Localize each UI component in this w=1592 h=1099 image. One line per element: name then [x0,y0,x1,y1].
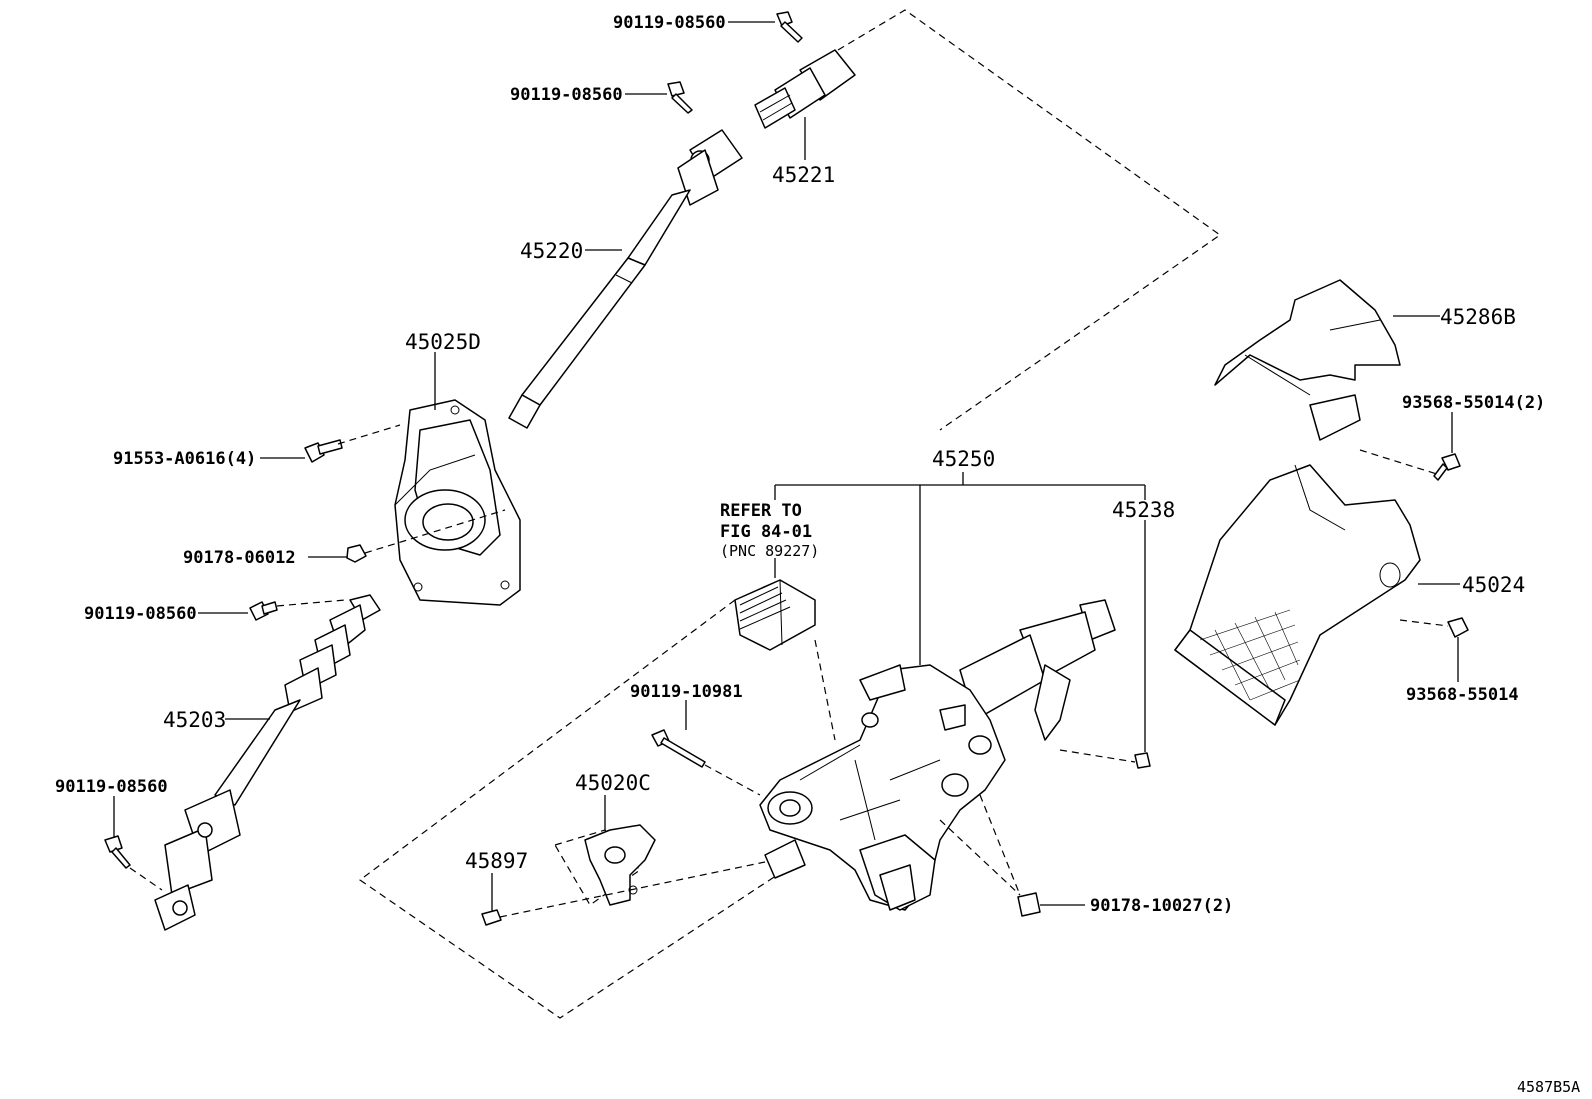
connector-module-part [734,579,816,651]
lower-column-cover-part [1174,464,1421,726]
bolt-90119-08560-third [249,601,278,621]
bolt-93568-55014-a [1433,453,1461,481]
upper-column-cover-part [1214,279,1401,441]
label-90178-10027: 90178-10027(2) [1090,896,1233,916]
refer-note-line2: FIG 84-01 [720,522,812,542]
label-90119-08560-third: 90119-08560 [84,604,197,624]
label-45020C: 45020C [575,771,651,795]
label-45221: 45221 [772,163,835,187]
dashed-connections [129,424,1449,918]
leader-lines [113,21,1460,912]
label-45286B: 45286B [1440,305,1516,329]
label-91553-a0616: 91553-A0616(4) [113,449,256,469]
refer-note-line3: (PNC 89227) [720,542,819,560]
label-93568-55014-qty2: 93568-55014(2) [1402,393,1545,413]
bolt-91553-a0616 [304,439,343,463]
bolt-90119-10981 [651,729,706,768]
assembly-outline-lower [358,599,801,1019]
steering-column-assembly-part [759,599,1116,911]
bolt-90119-08560-fourth [104,835,131,869]
column-bracket-part [584,824,656,906]
nut-90178-06012 [346,544,367,563]
label-45238: 45238 [1112,498,1175,522]
label-93568-55014: 93568-55014 [1406,685,1519,705]
lower-steering-shaft-part [154,594,381,931]
bolt-90119-08560-top [776,11,803,43]
label-45203: 45203 [163,708,226,732]
steering-boot-plate-part [394,399,521,606]
label-45024: 45024 [1462,573,1525,597]
bolt-45238 [1134,752,1151,769]
label-90178-06012: 90178-06012 [183,548,296,568]
nut-90178-10027 [1017,892,1041,917]
bolt-90119-08560-second [667,81,693,114]
intermediate-shaft-sleeve-part [754,49,856,129]
label-45897: 45897 [465,849,528,873]
label-90119-10981: 90119-10981 [630,682,743,702]
assembly-outline-upper [837,9,1222,431]
intermediate-shaft-part [508,129,743,429]
label-90119-08560-second: 90119-08560 [510,85,623,105]
label-90119-08560-fourth: 90119-08560 [55,777,168,797]
label-45025D: 45025D [405,330,481,354]
label-90119-08560-top: 90119-08560 [613,13,726,33]
label-45250: 45250 [932,447,995,471]
figure-code: 4587B5A [1517,1078,1580,1096]
refer-note-line1: REFER TO [720,501,802,521]
pin-45897 [481,909,502,926]
nut-93568-55014-b [1447,617,1469,638]
label-45220: 45220 [520,239,583,263]
